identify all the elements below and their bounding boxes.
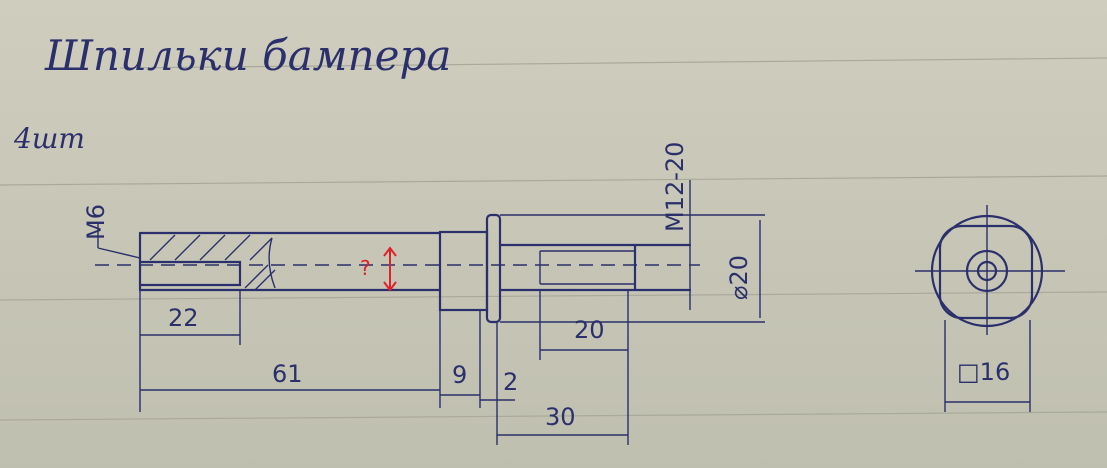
stud-side-view — [95, 213, 700, 324]
dim-22: 22 — [168, 304, 199, 332]
dim-diameter-20: ⌀20 — [725, 255, 753, 300]
stud-end-view — [915, 205, 1065, 335]
m6-leader — [97, 222, 141, 259]
dimension-lines — [139, 180, 1031, 445]
red-question-mark: ? — [360, 256, 371, 280]
dim-9: 9 — [452, 361, 467, 389]
dim-m12: M12-20 — [661, 142, 689, 232]
dim-30: 30 — [545, 403, 576, 431]
dim-m6: M6 — [82, 204, 110, 240]
dim-square-16: □16 — [957, 358, 1010, 386]
red-height-arrow — [383, 246, 397, 292]
quantity-label: 4шт — [13, 122, 85, 155]
dim-2: 2 — [503, 368, 518, 396]
section-hatching — [149, 234, 276, 291]
dim-61: 61 — [272, 360, 303, 388]
paper-lines — [0, 57, 1107, 421]
dim-20: 20 — [574, 316, 605, 344]
title: Шпильки бампера — [44, 31, 451, 80]
